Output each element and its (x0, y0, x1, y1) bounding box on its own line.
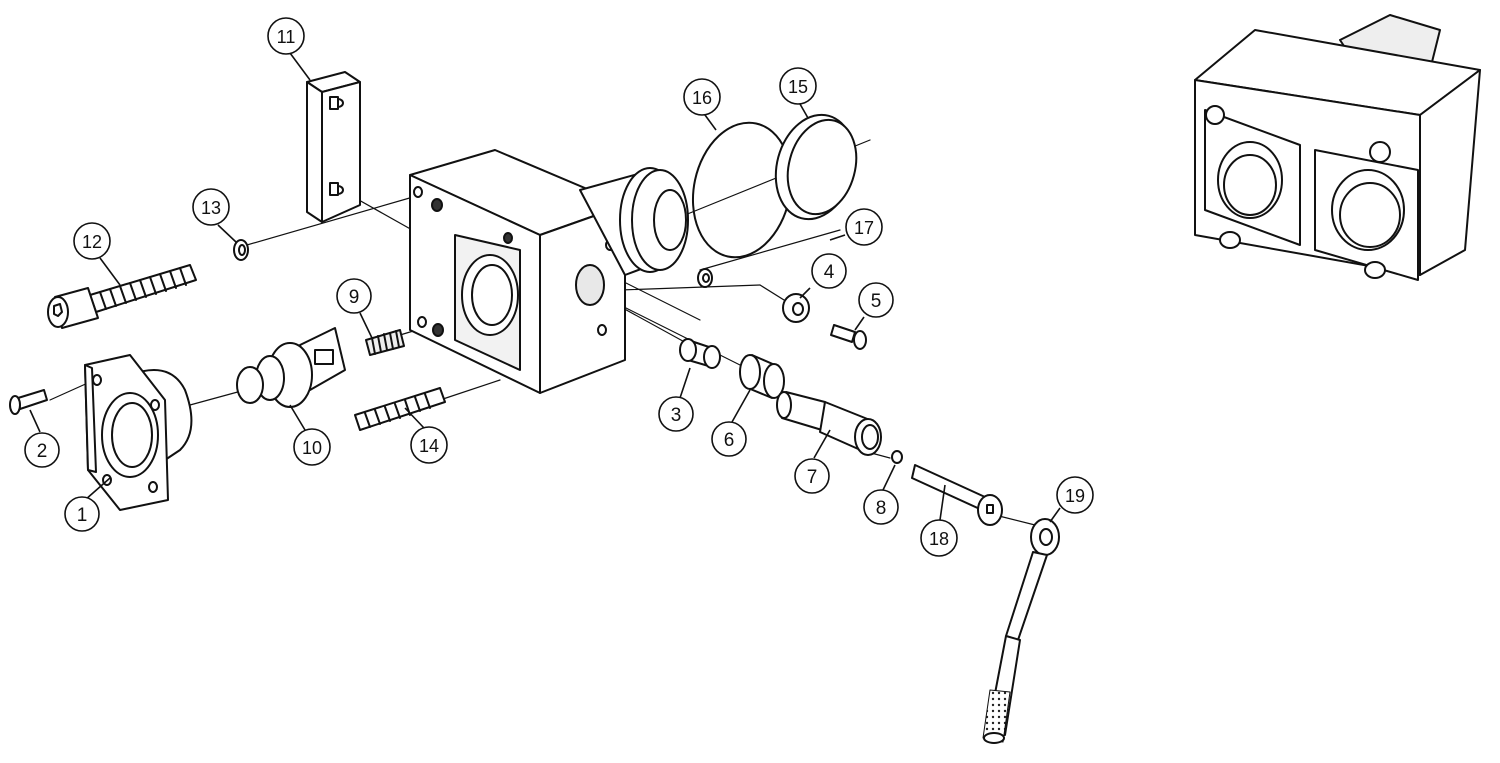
part-9-spring (365, 329, 405, 356)
part-14-threaded-rod (354, 387, 446, 431)
callout-7: 7 (794, 429, 831, 494)
callout-17-label: 17 (854, 218, 874, 238)
part-5-screw (830, 324, 867, 350)
callout-4-label: 4 (824, 262, 835, 283)
part-7-shaft (776, 391, 882, 456)
callout-10: 10 (289, 404, 331, 466)
callout-19-label: 19 (1065, 486, 1085, 506)
part-18-shaft (911, 464, 1003, 526)
callout-8: 8 (863, 464, 899, 525)
part-2-screw (9, 389, 48, 415)
callout-1: 1 (64, 477, 111, 532)
callout-6: 6 (711, 389, 751, 457)
callout-16: 16 (683, 78, 721, 131)
part-10-plunger (236, 327, 346, 408)
callout-3: 3 (658, 367, 694, 432)
part-13-washer (233, 239, 249, 261)
callout-6-label: 6 (724, 430, 735, 451)
callout-17: 17 (829, 208, 883, 246)
callout-9: 9 (336, 278, 373, 339)
callout-5-label: 5 (871, 291, 882, 312)
callout-18-label: 18 (929, 529, 949, 549)
callout-7-label: 7 (807, 467, 818, 488)
callout-15-label: 15 (788, 77, 808, 97)
callout-18: 18 (920, 484, 958, 557)
part-19-handle (982, 518, 1060, 744)
part-17-seal (697, 268, 713, 288)
part-12-cap-screw (47, 264, 197, 329)
part-4-washer (782, 293, 810, 323)
part-6-split-sleeve (739, 354, 785, 399)
callout-4: 4 (799, 253, 847, 299)
callout-11: 11 (267, 17, 311, 81)
callout-1-label: 1 (77, 505, 88, 526)
part-11-bar (306, 71, 361, 223)
assembled-unit-inset (1194, 14, 1481, 281)
callout-12: 12 (73, 222, 121, 286)
callout-layer: 1 2 3 4 5 6 7 (24, 17, 1094, 557)
callout-12-label: 12 (82, 232, 102, 252)
callout-13: 13 (192, 188, 237, 243)
callout-15: 15 (779, 67, 817, 119)
part-15-ring (774, 113, 858, 221)
callout-11-label: 11 (277, 27, 296, 47)
callout-19: 19 (1049, 476, 1094, 523)
callout-9-label: 9 (349, 287, 360, 308)
housing-boss (579, 167, 689, 276)
part-8-pin (891, 450, 903, 464)
housing-block (409, 149, 626, 394)
callout-3-label: 3 (671, 405, 682, 426)
callout-2-label: 2 (37, 441, 48, 462)
callout-10-label: 10 (302, 438, 322, 458)
callout-16-label: 16 (692, 88, 712, 108)
callout-8-label: 8 (876, 498, 887, 519)
callout-13-label: 13 (201, 198, 221, 218)
callout-5: 5 (854, 282, 894, 331)
callout-14: 14 (404, 407, 448, 464)
callout-2: 2 (24, 409, 60, 468)
part-3-bushing (679, 338, 721, 369)
part-1-flange (84, 354, 193, 511)
callout-14-label: 14 (419, 436, 439, 456)
